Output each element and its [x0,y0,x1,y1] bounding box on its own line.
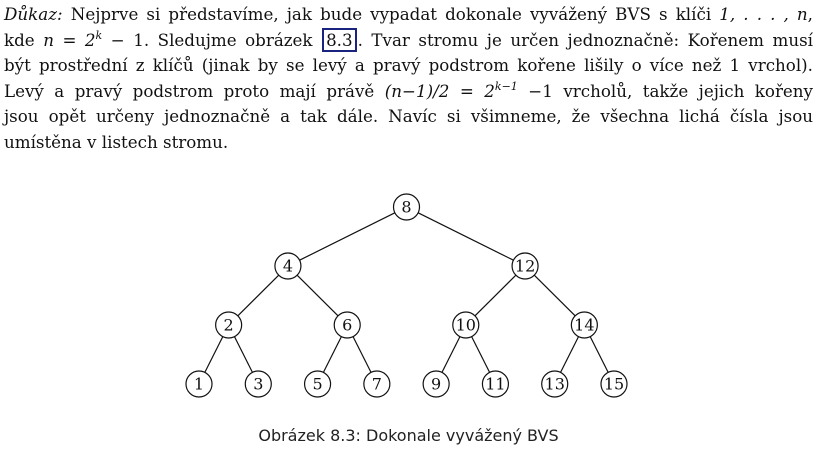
node-key-label: 4 [283,257,293,276]
node-circle [422,370,450,398]
math-minus-one: −1 [517,80,553,101]
node-circle [481,370,510,398]
tree-node: 7 [363,370,391,398]
tree-edge [352,336,372,373]
tree-node: 1 [185,370,213,398]
tree-edge [417,212,514,261]
tree-edge [533,274,576,317]
node-circle [570,311,598,339]
node-key-label: 3 [253,375,263,394]
node-circle [333,311,361,339]
math-n-formula: n = 2 [43,29,96,50]
math-subtree-formula: (n−1)/2 = 2 [384,80,495,101]
text-segment: kde [4,29,44,50]
text-segment: . Sledujme obrázek [143,29,322,50]
proof-label: Důkaz: [4,4,63,24]
node-circle [511,252,539,280]
tree-node: 2 [215,311,243,339]
node-circle [185,370,213,398]
paragraph-line-5: jsou opět určeny jednoznačně a tak dále.… [4,106,813,126]
node-key-label: 14 [574,316,594,335]
tree-edge [474,274,517,317]
node-circle [363,370,391,398]
figure-reference-link[interactable]: 8.3 [322,27,357,52]
tree-node: 6 [333,311,361,339]
math-keys: 1, . . . , n [719,4,808,24]
node-circle [452,311,480,339]
node-key-label: 7 [372,375,382,394]
text-segment: vrcholů, takže jejich kořeny [552,80,813,101]
node-key-label: 15 [604,375,624,394]
tree-edge [589,336,609,373]
node-key-label: 5 [312,375,322,394]
node-key-label: 12 [515,257,535,276]
node-circle [244,370,272,398]
tree-edge [441,336,461,373]
tree-node: 11 [481,370,510,398]
tree-edge [204,336,224,373]
tree-node: 9 [422,370,450,398]
tree-node: 10 [452,311,480,339]
text-segment: . Tvar stromu je určen jednoznačně: Koře… [357,29,813,50]
paragraph-line-6: umístěna v listech stromu. [4,131,229,152]
text-segment: Nejprve si představíme, jak bude vypadat… [62,4,720,24]
tree-node: 12 [511,252,539,280]
tree-node: 3 [244,370,272,398]
paragraph-line-3: být prostřední z klíčů (jinak by se levý… [4,55,813,75]
node-key-label: 11 [485,375,505,394]
node-circle [541,370,569,398]
tree-edge [322,336,342,373]
node-circle [274,252,302,280]
paragraph-line-1: Důkaz: Nejprve si představíme, jak bude … [4,2,813,28]
tree-node: 5 [303,370,332,398]
node-circle [215,311,243,339]
tree-edge [560,336,580,373]
tree-node: 4 [274,252,302,280]
paragraph-line-4: Levý a pravý podstrom proto mají právě (… [4,79,813,105]
tree-node: 15 [600,370,628,398]
node-key-label: 13 [545,375,565,394]
node-circle [303,370,332,398]
text-segment: , [807,4,813,24]
tree-node: 14 [570,311,598,339]
node-circle [392,193,421,221]
tree-edge [237,274,280,317]
node-key-label: 2 [224,316,234,335]
figure-caption: Obrázek 8.3: Dokonale vyvážený BVS [258,426,559,445]
text-segment: Levý a pravý podstrom proto mají právě [4,80,385,101]
node-key-label: 10 [456,316,476,335]
tree-edge [233,336,253,373]
tree-edge [296,274,339,317]
node-key-label: 9 [431,375,441,394]
proof-paragraph: Důkaz: Nejprve si představíme, jak bude … [4,2,813,155]
node-key-label: 1 [194,375,204,394]
tree-node: 13 [541,370,569,398]
tree-edge [299,212,396,261]
math-exponent: k [95,28,103,42]
paragraph-line-2: kde n = 2k − 1. Sledujme obrázek 8.3. Tv… [4,27,813,54]
node-circle [600,370,628,398]
tree-node: 8 [392,193,421,221]
node-key-label: 6 [342,316,352,335]
tree-edge [471,336,491,373]
math-exponent: k−1 [494,79,518,93]
math-minus-one: − 1 [102,29,144,50]
node-key-label: 8 [401,198,411,217]
